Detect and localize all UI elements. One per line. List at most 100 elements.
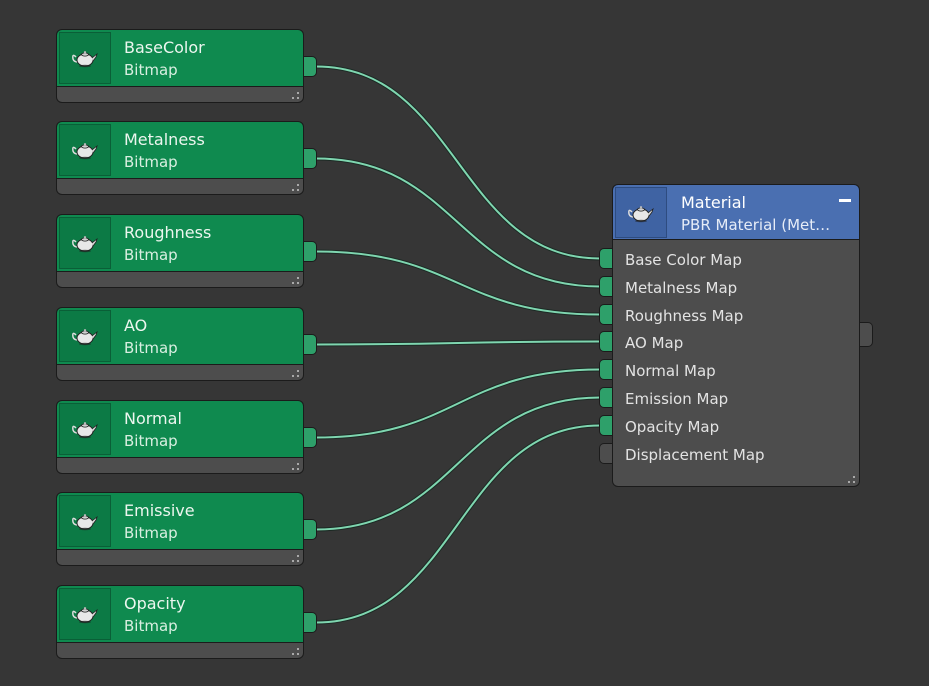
- node-footer: [57, 365, 303, 380]
- input-slot-metalness-map[interactable]: Metalness Map: [600, 277, 738, 297]
- bitmap-node-normal[interactable]: Normal Bitmap: [57, 401, 316, 473]
- material-inputs: Base Color Map Metalness Map Roughness M…: [600, 240, 859, 486]
- minus-icon[interactable]: [839, 199, 851, 202]
- node-footer: [57, 643, 303, 658]
- input-port[interactable]: [600, 360, 612, 379]
- wire-shadow: [315, 249, 601, 317]
- wire-shadow: [315, 395, 601, 532]
- connection-wire: [315, 250, 601, 316]
- node-header[interactable]: Metalness Bitmap: [57, 122, 303, 179]
- input-slot-normal-map[interactable]: Normal Map: [600, 360, 716, 380]
- node-header[interactable]: Emissive Bitmap: [57, 493, 303, 550]
- material-title: Material: [681, 193, 746, 212]
- resize-grip[interactable]: [291, 555, 299, 563]
- material-output-port[interactable]: [860, 323, 872, 346]
- output-port[interactable]: [304, 242, 316, 261]
- resize-grip[interactable]: [291, 184, 299, 192]
- input-label: AO Map: [625, 334, 684, 352]
- wire-shadow: [315, 64, 601, 261]
- input-port[interactable]: [600, 332, 612, 351]
- connection-wire: [315, 396, 601, 531]
- output-port[interactable]: [304, 57, 316, 76]
- input-slot-displacement-map[interactable]: Displacement Map: [600, 444, 765, 464]
- node-subtitle: Bitmap: [124, 617, 178, 635]
- output-port[interactable]: [304, 335, 316, 354]
- input-label: Displacement Map: [625, 446, 765, 464]
- teapot-icon: [59, 124, 111, 176]
- bitmap-node-emissive[interactable]: Emissive Bitmap: [57, 493, 316, 565]
- connection-wire: [315, 424, 601, 624]
- input-port[interactable]: [600, 305, 612, 324]
- input-port[interactable]: [600, 388, 612, 407]
- bitmap-node-metalness[interactable]: Metalness Bitmap: [57, 122, 316, 194]
- input-slot-base-color-map[interactable]: Base Color Map: [600, 249, 742, 269]
- bitmap-node-basecolor[interactable]: BaseColor Bitmap: [57, 30, 316, 102]
- material-subtitle: PBR Material (Met…: [681, 216, 831, 234]
- node-header[interactable]: Roughness Bitmap: [57, 215, 303, 272]
- input-label: Normal Map: [625, 362, 716, 380]
- input-label: Metalness Map: [625, 279, 738, 297]
- node-title: Normal: [124, 409, 182, 428]
- teapot-icon: [59, 495, 111, 547]
- input-slot-roughness-map[interactable]: Roughness Map: [600, 305, 744, 325]
- material-node-header[interactable]: Material PBR Material (Met…: [613, 185, 859, 240]
- node-footer: [57, 550, 303, 565]
- node-subtitle: Bitmap: [124, 246, 178, 264]
- node-header[interactable]: Normal Bitmap: [57, 401, 303, 458]
- node-header[interactable]: BaseColor Bitmap: [57, 30, 303, 87]
- input-label: Emission Map: [625, 390, 729, 408]
- node-title: Opacity: [124, 594, 186, 613]
- connection-wire: [315, 65, 601, 260]
- node-subtitle: Bitmap: [124, 153, 178, 171]
- material-node[interactable]: Material PBR Material (Met… Base Color M…: [600, 185, 872, 486]
- node-header[interactable]: Opacity Bitmap: [57, 586, 303, 643]
- node-footer: [57, 87, 303, 102]
- node-subtitle: Bitmap: [124, 524, 178, 542]
- node-footer: [57, 179, 303, 194]
- input-port[interactable]: [600, 249, 612, 268]
- input-slot-emission-map[interactable]: Emission Map: [600, 388, 729, 408]
- node-title: Roughness: [124, 223, 212, 242]
- output-port[interactable]: [304, 149, 316, 168]
- resize-grip[interactable]: [847, 476, 855, 484]
- node-footer: [57, 458, 303, 473]
- connection-wire: [315, 340, 601, 346]
- input-slot-opacity-map[interactable]: Opacity Map: [600, 416, 720, 436]
- resize-grip[interactable]: [291, 370, 299, 378]
- bitmap-node-roughness[interactable]: Roughness Bitmap: [57, 215, 316, 287]
- teapot-icon: [59, 588, 111, 640]
- wire-shadow: [315, 367, 601, 440]
- output-port[interactable]: [304, 428, 316, 447]
- node-title: Metalness: [124, 130, 205, 149]
- connection-wire: [315, 157, 601, 288]
- output-port[interactable]: [304, 613, 316, 632]
- node-subtitle: Bitmap: [124, 339, 178, 357]
- bitmap-node-ao[interactable]: AO Bitmap: [57, 308, 316, 380]
- input-port[interactable]: [600, 444, 612, 463]
- resize-grip[interactable]: [291, 648, 299, 656]
- node-subtitle: Bitmap: [124, 61, 178, 79]
- resize-grip[interactable]: [291, 277, 299, 285]
- input-label: Roughness Map: [625, 307, 744, 325]
- input-slot-ao-map[interactable]: AO Map: [600, 332, 684, 352]
- teapot-icon: [59, 32, 111, 84]
- input-label: Base Color Map: [625, 251, 742, 269]
- input-port[interactable]: [600, 416, 612, 435]
- resize-grip[interactable]: [291, 92, 299, 100]
- wire-shadow: [315, 156, 601, 289]
- input-label: Opacity Map: [625, 418, 720, 436]
- wire-shadow: [315, 339, 601, 347]
- connection-wire: [315, 368, 601, 439]
- teapot-icon: [59, 310, 111, 362]
- node-footer: [57, 272, 303, 287]
- input-port[interactable]: [600, 277, 612, 296]
- output-port[interactable]: [304, 520, 316, 539]
- teapot-icon: [59, 403, 111, 455]
- node-title: Emissive: [124, 501, 195, 520]
- wire-shadow: [315, 423, 601, 625]
- teapot-icon: [615, 187, 667, 238]
- bitmap-node-opacity[interactable]: Opacity Bitmap: [57, 586, 316, 658]
- node-header[interactable]: AO Bitmap: [57, 308, 303, 365]
- resize-grip[interactable]: [291, 463, 299, 471]
